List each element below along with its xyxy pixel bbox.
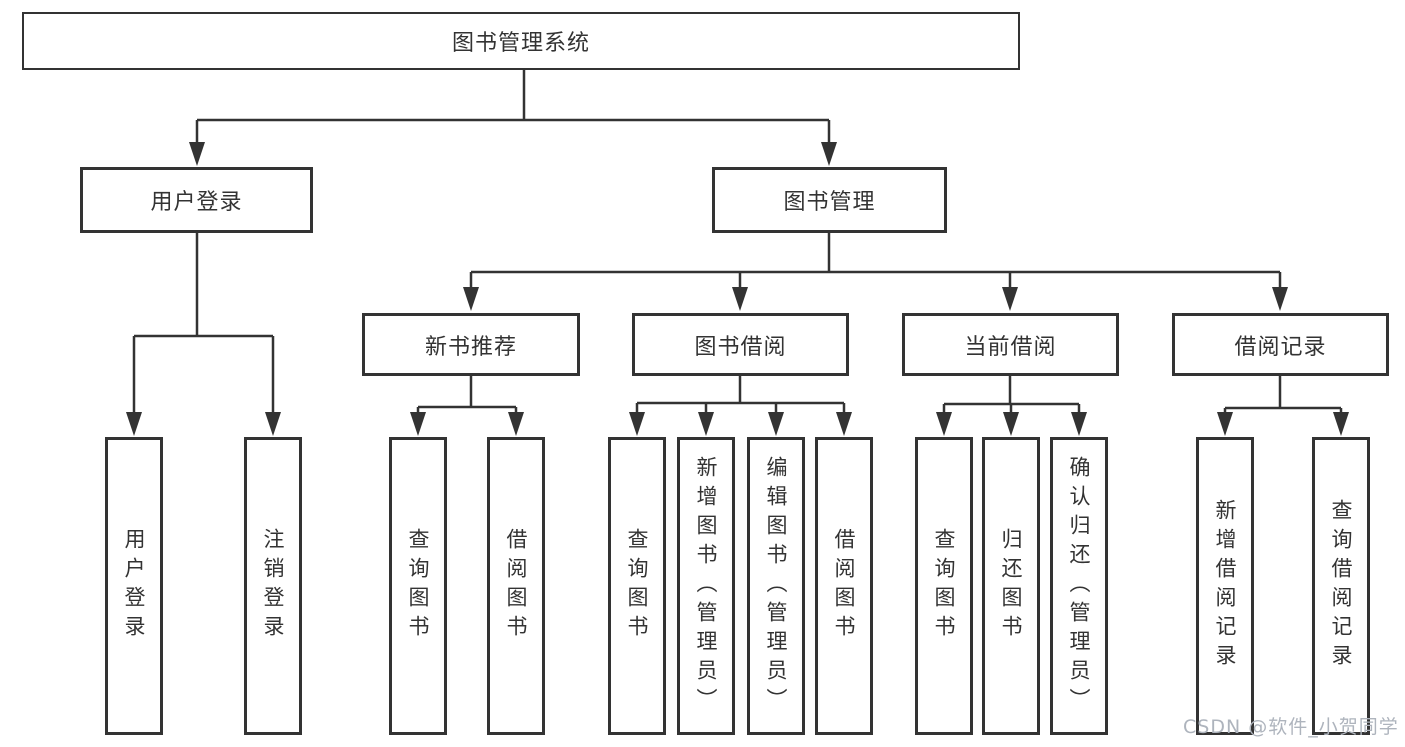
arrowhead-icon xyxy=(410,412,426,436)
watermark: CSDN @软件_小贺同学 xyxy=(1183,716,1399,738)
arrowhead-icon xyxy=(1002,287,1018,311)
leaf-edit-books-admin: 编辑图书（管理员） xyxy=(747,437,805,735)
node-book-management-system: 图书管理系统 xyxy=(22,12,1020,70)
leaf-borrow-books-recommend: 借阅图书 xyxy=(487,437,545,735)
arrowhead-icon xyxy=(821,142,837,166)
leaf-return-books: 归还图书 xyxy=(982,437,1040,735)
leaf-confirm-return-admin: 确认归还（管理员） xyxy=(1050,437,1108,735)
arrowhead-icon xyxy=(1217,412,1233,436)
arrowhead-icon xyxy=(768,412,784,436)
arrowhead-icon xyxy=(1333,412,1349,436)
arrowhead-icon xyxy=(463,287,479,311)
node-new-book-recommend: 新书推荐 xyxy=(362,313,580,376)
arrowhead-icon xyxy=(836,412,852,436)
arrowhead-icon xyxy=(508,412,524,436)
leaf-logout-login: 注销登录 xyxy=(244,437,302,735)
arrowhead-icon xyxy=(698,412,714,436)
leaf-query-borrow-record: 查询借阅记录 xyxy=(1312,437,1370,735)
arrowhead-icon xyxy=(732,287,748,311)
node-book-borrowing: 图书借阅 xyxy=(632,313,849,376)
arrowhead-icon xyxy=(1272,287,1288,311)
leaf-add-borrow-record: 新增借阅记录 xyxy=(1196,437,1254,735)
node-borrowing-records: 借阅记录 xyxy=(1172,313,1389,376)
connector-lines xyxy=(132,69,1343,418)
node-current-borrowing: 当前借阅 xyxy=(902,313,1119,376)
arrowhead-icon xyxy=(189,142,205,166)
arrowhead-icon xyxy=(629,412,645,436)
leaf-query-books-recommend: 查询图书 xyxy=(389,437,447,735)
arrowhead-icon xyxy=(1071,412,1087,436)
leaf-query-books-borrowing: 查询图书 xyxy=(608,437,666,735)
arrowhead-icon xyxy=(265,412,281,436)
arrowhead-icon xyxy=(126,412,142,436)
node-book-management: 图书管理 xyxy=(712,167,947,233)
leaf-add-books-admin: 新增图书（管理员） xyxy=(677,437,735,735)
leaf-query-books-current: 查询图书 xyxy=(915,437,973,735)
arrowhead-icon xyxy=(1003,412,1019,436)
leaf-user-login: 用户登录 xyxy=(105,437,163,735)
leaf-borrow-books: 借阅图书 xyxy=(815,437,873,735)
arrowhead-icon xyxy=(936,412,952,436)
node-user-login: 用户登录 xyxy=(80,167,313,233)
arrowheads-group xyxy=(126,142,1349,436)
